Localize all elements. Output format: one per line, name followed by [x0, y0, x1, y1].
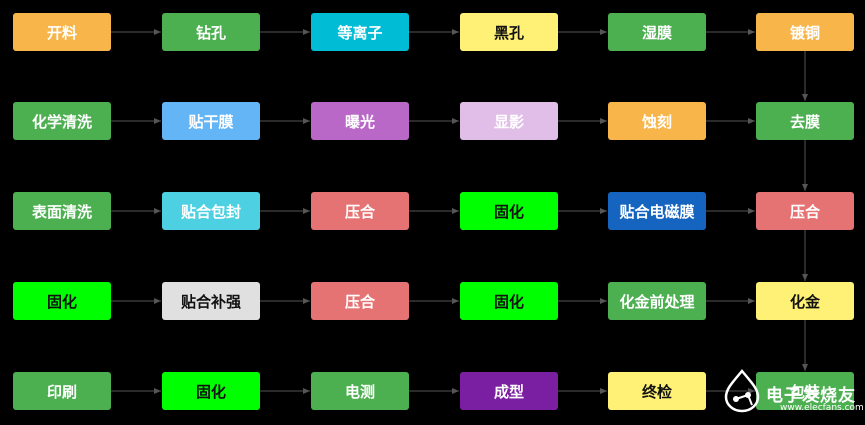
watermark-brand: 电子发烧友	[766, 386, 856, 406]
process-step-19: 化金	[756, 282, 854, 320]
process-step-17: 贴合电磁膜	[608, 192, 706, 230]
process-step-11: 贴干膜	[162, 102, 260, 140]
process-step-25: 印刷	[13, 372, 111, 410]
elecfans-logo-icon	[724, 369, 760, 413]
process-step-10: 曝光	[311, 102, 409, 140]
watermark: 电子发烧友 www.elecfans.com	[718, 365, 864, 417]
process-step-30: 包装	[756, 372, 854, 410]
process-step-14: 贴合包封	[162, 192, 260, 230]
process-step-28: 成型	[460, 372, 558, 410]
process-step-18: 压合	[756, 192, 854, 230]
process-step-12: 化学清洗	[13, 102, 111, 140]
process-step-16: 固化	[460, 192, 558, 230]
process-step-20: 化金前处理	[608, 282, 706, 320]
process-step-4: 黑孔	[460, 13, 558, 51]
process-step-23: 贴合补强	[162, 282, 260, 320]
process-step-13: 表面清洗	[13, 192, 111, 230]
process-step-2: 钻孔	[162, 13, 260, 51]
process-step-27: 电测	[311, 372, 409, 410]
process-step-15: 压合	[311, 192, 409, 230]
watermark-url: www.elecfans.com	[780, 403, 864, 413]
process-step-22: 压合	[311, 282, 409, 320]
process-step-6: 镀铜	[756, 13, 854, 51]
process-step-24: 固化	[13, 282, 111, 320]
process-step-1: 开料	[13, 13, 111, 51]
process-step-9: 显影	[460, 102, 558, 140]
process-step-3: 等离子	[311, 13, 409, 51]
process-step-8: 蚀刻	[608, 102, 706, 140]
process-step-21: 固化	[460, 282, 558, 320]
process-step-29: 终检	[608, 372, 706, 410]
process-step-5: 湿膜	[608, 13, 706, 51]
process-step-7: 去膜	[756, 102, 854, 140]
process-step-26: 固化	[162, 372, 260, 410]
